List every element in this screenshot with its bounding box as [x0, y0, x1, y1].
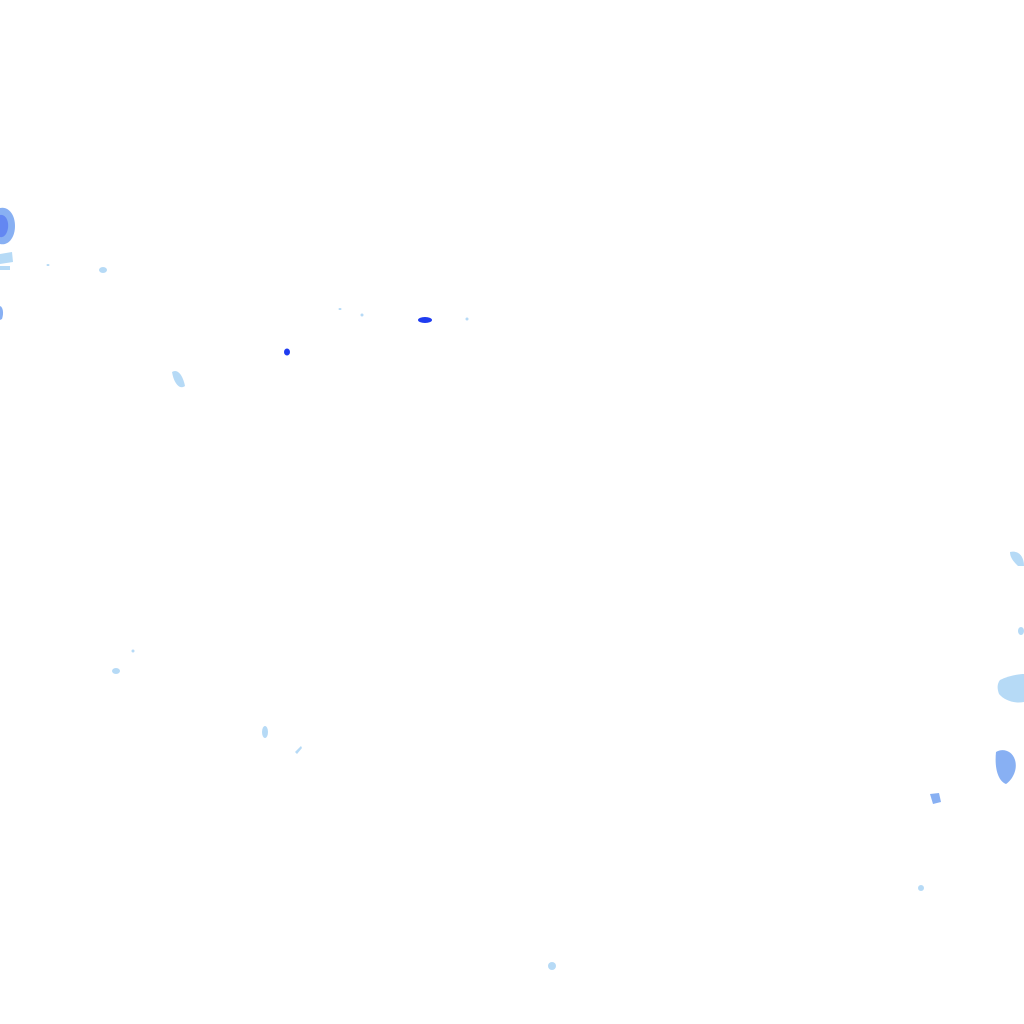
radar-echo: [262, 726, 268, 738]
radar-echo: [418, 317, 432, 323]
radar-echo: [0, 266, 10, 270]
radar-echo: [295, 746, 302, 754]
radar-echo: [0, 306, 4, 320]
radar-echo: [0, 252, 13, 264]
radar-echo: [99, 267, 107, 273]
radar-echo: [0, 207, 15, 245]
radar-echo: [997, 674, 1024, 703]
radar-echo: [930, 793, 941, 804]
radar-echo: [172, 370, 185, 388]
radar-echo: [46, 264, 50, 266]
radar-echo: [1010, 551, 1024, 566]
radar-echo: [284, 348, 290, 356]
radar-echo: [338, 308, 342, 310]
radar-echo: [0, 214, 9, 238]
radar-echo: [995, 750, 1016, 784]
radar-echo: [918, 885, 924, 891]
radar-echo: [465, 317, 469, 321]
precipitation-layer: [0, 207, 1024, 970]
radar-echo: [548, 962, 556, 970]
radar-echo: [131, 649, 135, 653]
radar-echo: [112, 668, 120, 674]
radar-echo: [360, 313, 364, 317]
radar-echo: [1018, 627, 1024, 635]
